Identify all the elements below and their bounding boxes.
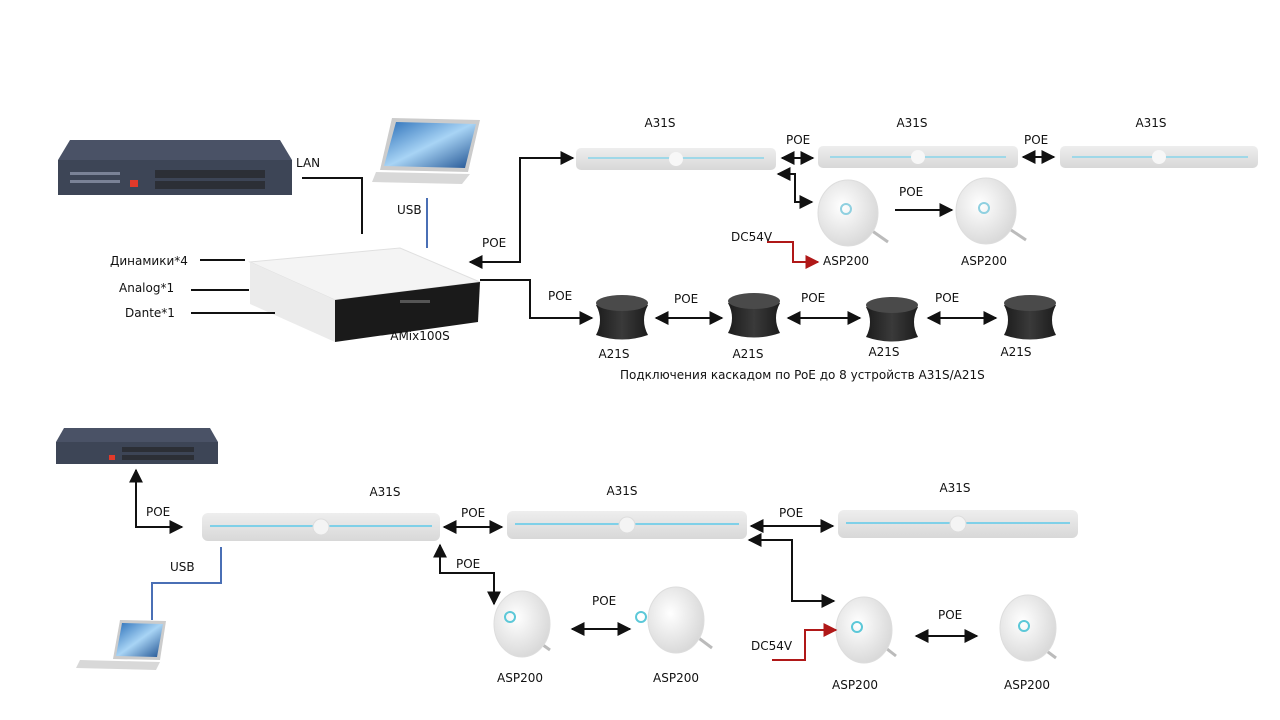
poe-hub-to-a31s: POE [468, 151, 575, 269]
a21s-mic-3: A21S [866, 297, 918, 359]
asp200-speaker-top-2: ASP200 [955, 177, 1027, 268]
dc-power-bottom: DC54V [751, 623, 838, 661]
poe-asp200-link-top: POE [895, 185, 954, 217]
a31s-label: A31S [369, 485, 400, 499]
input-analog-label: Analog*1 [119, 281, 174, 295]
a21s-label: A21S [598, 347, 629, 361]
asp200-label: ASP200 [823, 254, 869, 268]
status-led-icon [109, 455, 115, 460]
dc54v-label: DC54V [731, 230, 773, 244]
poe-label: POE [899, 185, 923, 199]
a21s-label: A21S [868, 345, 899, 359]
poe-label: POE [461, 506, 485, 520]
a31s-label: A31S [644, 116, 675, 130]
poe-hub-to-a21s: POE [480, 279, 594, 325]
cascade-caption: Подключения каскадом по PoE до 8 устройс… [620, 368, 985, 382]
input-dante-label: Dante*1 [125, 306, 175, 320]
poe-a21s-links: POE POE POE [654, 291, 998, 325]
poe-label: POE [482, 236, 506, 250]
amix-hub: AMix100S [248, 247, 482, 343]
a31s-mic-bottom-1: A31S [202, 485, 440, 541]
usb-connection-bottom: USB [151, 547, 222, 620]
status-led-icon [130, 180, 138, 187]
a21s-label: A21S [1000, 345, 1031, 359]
a31s-label: A31S [606, 484, 637, 498]
asp200-speaker-bottom-2: ASP200 [635, 586, 713, 685]
a21s-mic-1: A21S [596, 295, 648, 361]
poe-label: POE [456, 557, 480, 571]
hub-model-label: AMix100S [390, 329, 450, 343]
a31s-mic-top-3: A31S [1060, 116, 1258, 168]
laptop-bottom [76, 620, 166, 670]
poe-a31s-to-asp200-bottom: POE [433, 533, 836, 608]
poe-asp200-links-bottom: POE POE [570, 594, 979, 643]
a21s-label: A21S [732, 347, 763, 361]
usb-connection-top: USB [397, 198, 428, 248]
a31s-mic-top-2: A31S [818, 116, 1018, 168]
lan-label: LAN [296, 156, 320, 170]
a31s-label: A31S [896, 116, 927, 130]
poe-switch-to-a31s: POE [129, 468, 184, 534]
asp200-speaker-top-1: ASP200 [817, 179, 889, 268]
dc54v-label: DC54V [751, 639, 793, 653]
poe-a31s-to-asp200 [776, 167, 814, 209]
asp200-label: ASP200 [832, 678, 878, 692]
asp200-label: ASP200 [961, 254, 1007, 268]
poe-label: POE [935, 291, 959, 305]
asp200-label: ASP200 [653, 671, 699, 685]
hub-inputs: Динамики*4 Analog*1 Dante*1 [110, 254, 275, 320]
poe-label: POE [674, 292, 698, 306]
input-speakers-label: Динамики*4 [110, 254, 188, 268]
usb-label-top: USB [397, 203, 422, 217]
poe-label: POE [786, 133, 810, 147]
poe-a31s-link: POE POE [780, 133, 1056, 165]
dc-power-top: DC54V [731, 230, 820, 269]
laptop-top [372, 118, 480, 184]
poe-label: POE [801, 291, 825, 305]
poe-label: POE [592, 594, 616, 608]
asp200-label: ASP200 [497, 671, 543, 685]
a21s-mic-2: A21S [728, 293, 780, 361]
poe-label: POE [548, 289, 572, 303]
a31s-label: A31S [1135, 116, 1166, 130]
asp200-label: ASP200 [1004, 678, 1050, 692]
lan-connection: LAN [296, 156, 363, 234]
a21s-mic-4: A21S [1000, 295, 1056, 359]
usb-label-bottom: USB [170, 560, 195, 574]
poe-label: POE [146, 505, 170, 519]
asp200-speaker-bottom-3: ASP200 [832, 596, 897, 692]
poe-label: POE [779, 506, 803, 520]
poe-switch-bottom [56, 428, 218, 464]
a31s-mic-top-1: A31S [576, 116, 776, 170]
a31s-mic-bottom-2: A31S [507, 484, 747, 539]
poe-label: POE [938, 608, 962, 622]
poe-switch-top [58, 140, 292, 195]
asp200-speaker-bottom-4: ASP200 [999, 594, 1057, 692]
poe-a31s-links-bottom: POE POE [442, 506, 835, 534]
asp200-speaker-bottom-1: ASP200 [493, 590, 551, 685]
poe-label: POE [1024, 133, 1048, 147]
a31s-mic-bottom-3: A31S [838, 481, 1078, 538]
a31s-label: A31S [939, 481, 970, 495]
